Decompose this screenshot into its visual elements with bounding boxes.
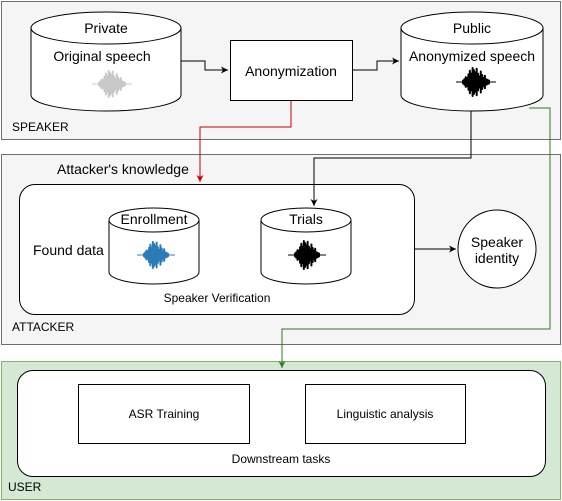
waveform-icon — [456, 67, 496, 97]
speaker-verification-caption: Speaker Verification — [163, 291, 271, 305]
waveform-icon — [288, 240, 326, 270]
attacker-knowledge-title: Attacker's knowledge — [57, 161, 189, 177]
arrow-anonymization-to-attacker — [196, 101, 292, 182]
anonymized-speech-label: Anonymized speech — [408, 48, 536, 64]
speaker-identity-line2: identity — [474, 250, 520, 266]
linguistic-analysis-box — [305, 384, 466, 444]
arrow-public-to-user — [278, 107, 551, 368]
public-store-header: Public — [452, 20, 492, 36]
speaker-identity-line1: Speaker — [470, 234, 524, 250]
private-store-header: Private — [84, 20, 128, 36]
arrow-anonymization-to-public — [353, 57, 399, 71]
user-section-label: USER — [8, 480, 42, 494]
attacker-section-label: ATTACKER — [12, 320, 75, 334]
found-data-label: Found data — [33, 242, 104, 258]
downstream-tasks-caption: Downstream tasks — [231, 452, 331, 466]
enrollment-store-header: Enrollment — [120, 211, 188, 227]
arrow-public-to-trials — [310, 111, 472, 206]
anonymization-label: Anonymization — [245, 63, 337, 79]
anonymization-box — [230, 40, 353, 101]
original-speech-label: Original speech — [53, 48, 151, 64]
asr-training-box — [78, 384, 250, 444]
speaker-identity-node — [457, 209, 537, 289]
private-store-icon — [30, 11, 182, 112]
asr-training-label: ASR Training — [128, 407, 200, 421]
waveform-icon — [137, 241, 175, 269]
linguistic-analysis-label: Linguistic analysis — [336, 407, 434, 421]
trials-store-header: Trials — [289, 211, 323, 227]
speaker-section-label: SPEAKER — [12, 120, 69, 134]
waveform-icon — [92, 70, 132, 98]
arrow-private-to-anonymization — [181, 60, 228, 74]
